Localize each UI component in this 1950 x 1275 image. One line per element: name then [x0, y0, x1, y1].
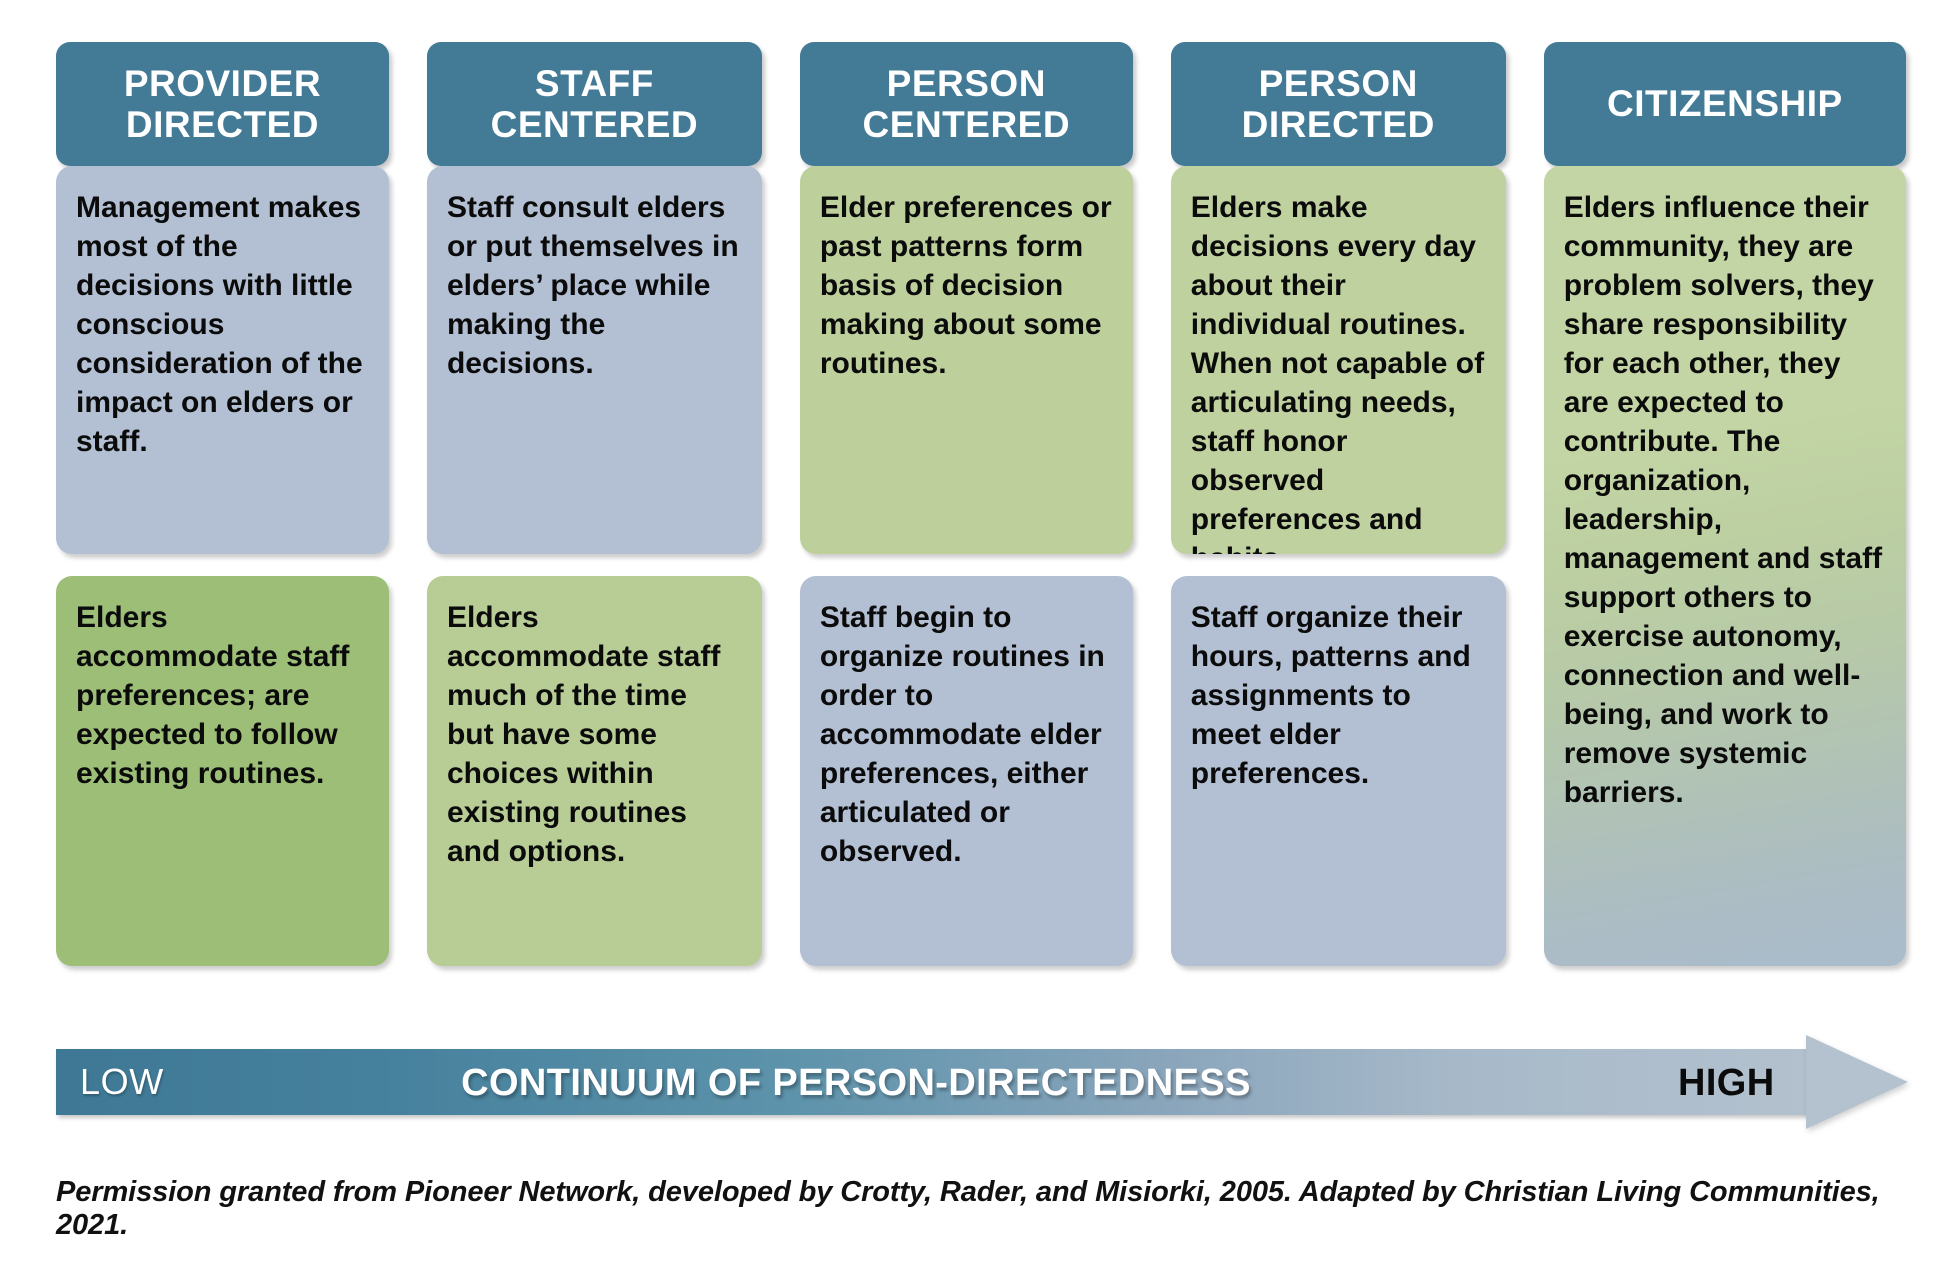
card-provider-directed-2: Elders accommodate staff preferences; ar… — [56, 576, 389, 966]
column-header-staff-centered: STAFF CENTERED — [426, 42, 762, 166]
arrow-bar-shape — [56, 1049, 1808, 1115]
column-person-directed: PERSON DIRECTED Elders make decisions ev… — [1170, 42, 1506, 1010]
footer-credit: Permission granted from Pioneer Network,… — [56, 1176, 1880, 1241]
continuum-center-label: CONTINUUM OF PERSON-DIRECTEDNESS — [461, 1062, 1251, 1104]
column-citizenship: CITIZENSHIP Elders influence their commu… — [1543, 42, 1906, 1010]
continuum-arrow: LOW CONTINUUM OF PERSON-DIRECTEDNESS HIG… — [56, 1035, 1908, 1129]
column-provider-directed: PROVIDER DIRECTED Management makes most … — [56, 42, 389, 1010]
column-header-person-directed: PERSON DIRECTED — [1170, 42, 1506, 166]
column-header-citizenship: CITIZENSHIP — [1543, 42, 1906, 166]
card-person-directed-1: Elders make decisions every day about th… — [1170, 166, 1506, 554]
continuum-high-label: HIGH — [1678, 1062, 1775, 1104]
continuum-low-label: LOW — [80, 1061, 164, 1102]
column-staff-centered: STAFF CENTERED Staff consult elders or p… — [426, 42, 762, 1010]
column-header-provider-directed: PROVIDER DIRECTED — [56, 42, 389, 166]
arrow-head-icon — [1806, 1035, 1908, 1129]
card-citizenship-1: Elders influence their community, they a… — [1543, 166, 1906, 966]
card-person-centered-2: Staff begin to organize routines in orde… — [799, 576, 1133, 966]
card-person-directed-2: Staff organize their hours, patterns and… — [1170, 576, 1506, 966]
column-header-person-centered: PERSON CENTERED — [799, 42, 1133, 166]
card-provider-directed-1: Management makes most of the decisions w… — [56, 166, 389, 554]
card-person-centered-1: Elder preferences or past patterns form … — [799, 166, 1133, 554]
card-staff-centered-2: Elders accommodate staff much of the tim… — [426, 576, 762, 966]
columns-grid: PROVIDER DIRECTED Management makes most … — [56, 42, 1906, 1010]
card-staff-centered-1: Staff consult elders or put themselves i… — [426, 166, 762, 554]
column-person-centered: PERSON CENTERED Elder preferences or pas… — [799, 42, 1133, 1010]
